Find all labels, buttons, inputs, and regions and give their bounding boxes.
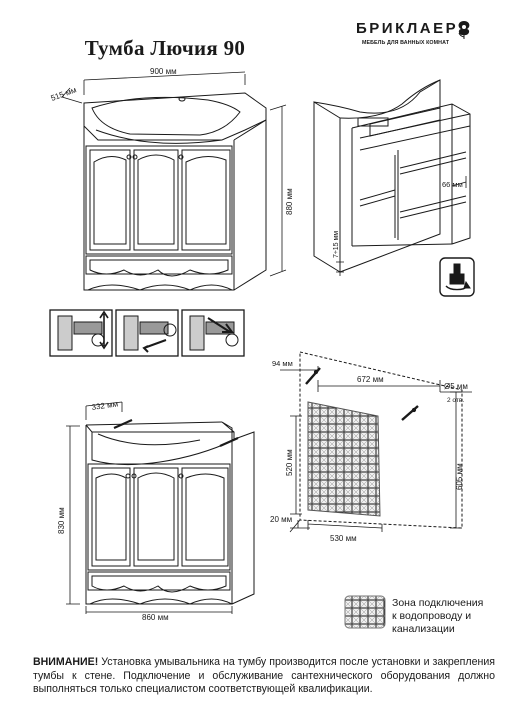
hinge-adjustment-steps <box>49 309 245 357</box>
cutout-depth-label: 332 мм <box>91 399 119 412</box>
floor-gap-label: 20 мм <box>270 515 292 524</box>
zone-height-label: 520 мм <box>285 449 294 476</box>
front-width-label: 900 мм <box>150 67 177 76</box>
rear-width-label: 860 мм <box>142 613 169 622</box>
warning-label: ВНИМАНИЕ! <box>33 656 99 668</box>
page-title: Тумба Лючия 90 <box>84 36 246 60</box>
leg-gap-label: 7÷15 мм <box>333 231 340 258</box>
brand-tagline: МЕБЕЛЬ ДЛЯ ВАННЫХ КОМНАТ <box>362 40 450 46</box>
warning-text: Установка умывальника на тумбу производи… <box>33 656 495 696</box>
zone-legend-swatch <box>344 595 386 629</box>
adjustable-foot-icon <box>439 257 475 297</box>
rear-view-drawing <box>66 401 255 614</box>
hole-diameter-label: Ø5 мм <box>444 382 468 391</box>
mount-height-label: 605 мм <box>455 463 464 490</box>
left-offset-label: 94 мм <box>272 359 293 368</box>
front-view-drawing <box>61 71 287 291</box>
brand-name: БРИКЛАЕР <box>356 20 459 37</box>
mount-scheme-drawing <box>280 351 472 533</box>
legend-line-1: Зона подключения <box>392 597 484 609</box>
hole-distance-label: 672 мм <box>357 375 384 384</box>
side-offset-label: 66 мм <box>442 180 463 189</box>
brand-rose-icon <box>458 21 470 39</box>
rear-height-label: 830 мм <box>57 507 66 534</box>
legend-line-2: к водопроводу и <box>392 610 472 622</box>
hole-count-label: 2 отв. <box>447 397 464 404</box>
zone-legend: Зона подключения к водопроводу и канализ… <box>392 597 483 636</box>
zone-width-label: 530 мм <box>330 534 357 543</box>
open-view-drawing <box>313 79 471 276</box>
legend-line-3: канализации <box>392 623 455 635</box>
warning-note: ВНИМАНИЕ! Установка умывальника на тумбу… <box>33 656 495 697</box>
front-height-label: 880 мм <box>285 188 294 215</box>
